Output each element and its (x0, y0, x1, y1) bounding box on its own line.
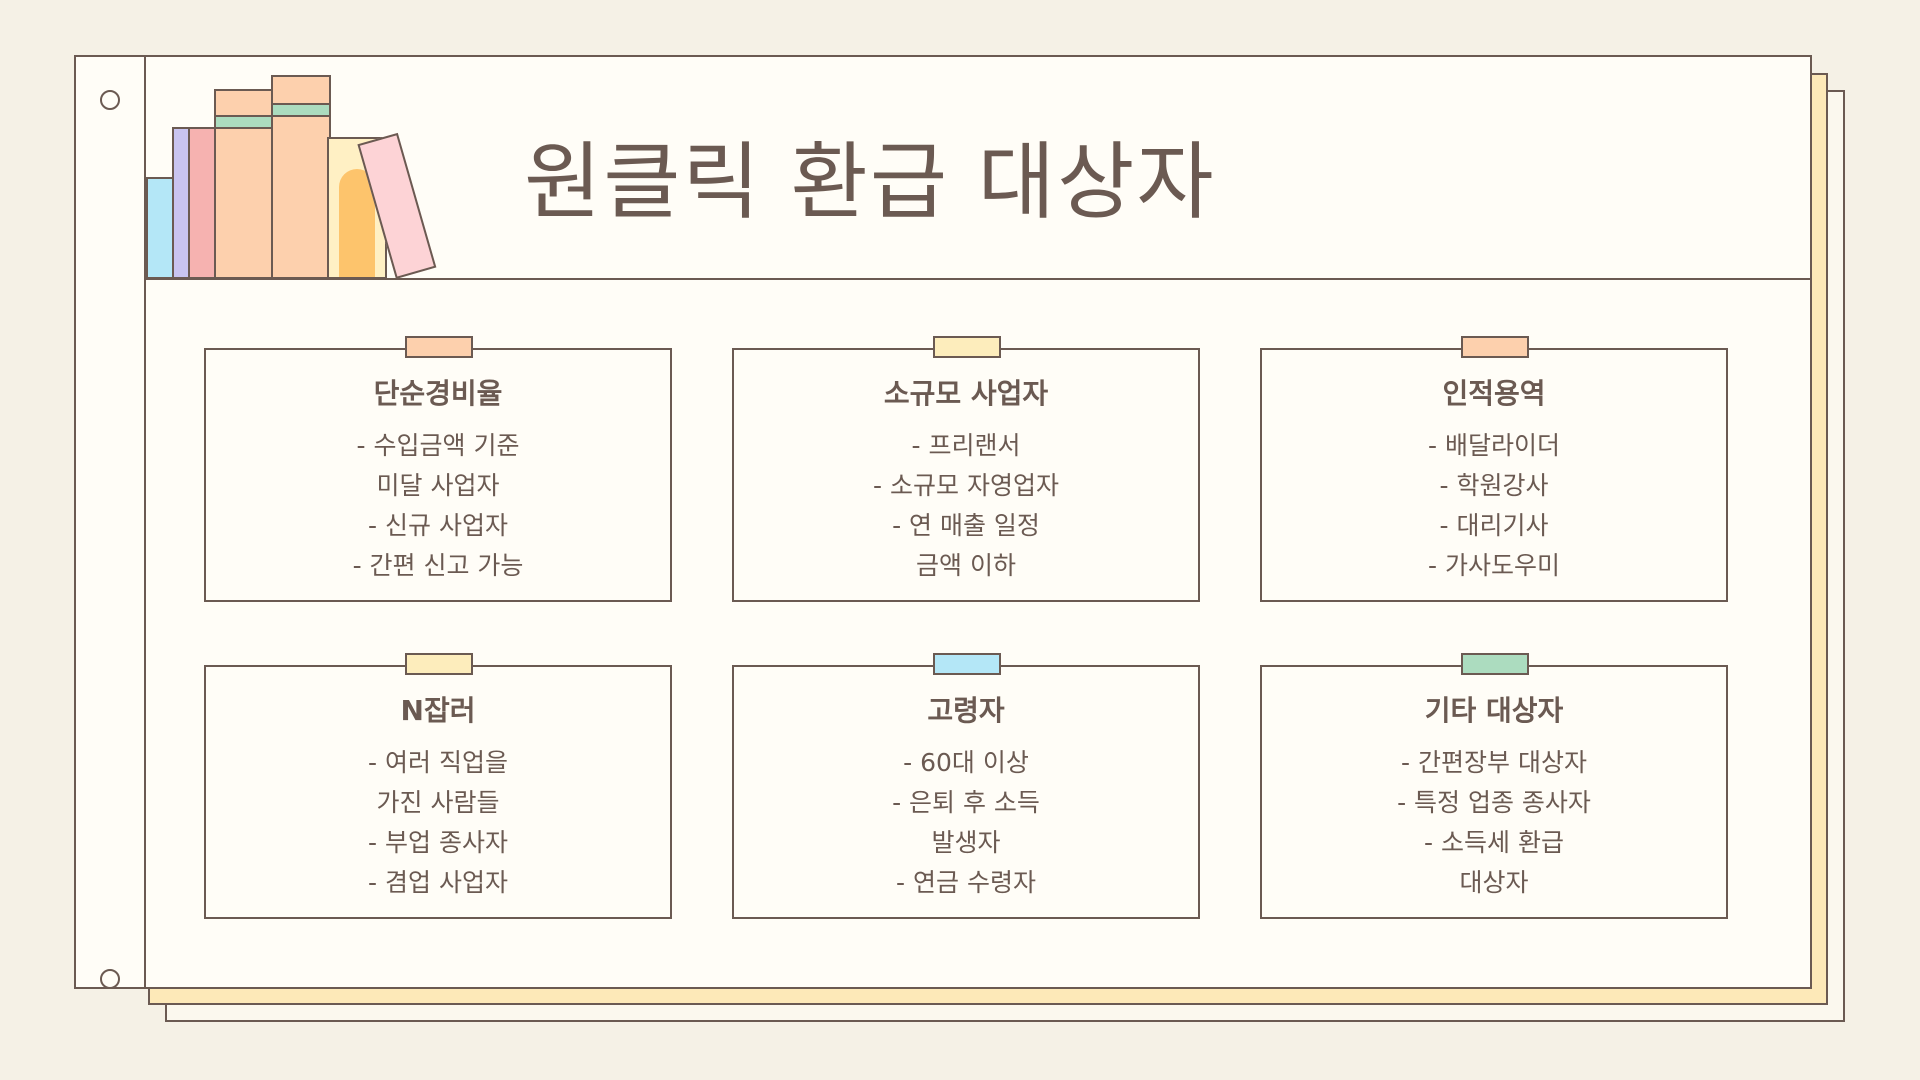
card-list: - 수입금액 기준 미달 사업자 - 신규 사업자 - 간편 신고 가능 (206, 426, 670, 586)
binder-ring-icon (100, 969, 120, 989)
card-list: - 여러 직업을 가진 사람들 - 부업 종사자 - 겸업 사업자 (206, 743, 670, 903)
card-list-item: - 은퇴 후 소득 (892, 788, 1040, 817)
card-small-business: 소규모 사업자 - 프리랜서 - 소규모 자영업자 - 연 매출 일정 금액 이… (732, 336, 1200, 602)
card-list-item: - 수입금액 기준 (356, 431, 520, 460)
card-list-item: - 프리랜서 (911, 431, 1021, 460)
card-title: 소규모 사업자 (883, 377, 1049, 410)
header-divider (146, 278, 1810, 280)
book-icon (271, 75, 331, 279)
card-title: N잡러 (400, 694, 476, 727)
card-tab (933, 653, 1001, 675)
card-title: 단순경비율 (373, 377, 503, 410)
card-list-item: - 여러 직업을 (368, 748, 508, 777)
card-senior: 고령자 - 60대 이상 - 은퇴 후 소득 발생자 - 연금 수령자 (732, 653, 1200, 919)
card-list: - 배달라이더 - 학원강사 - 대리기사 - 가사도우미 (1262, 426, 1726, 586)
card-tab (405, 653, 473, 675)
binder-strip (76, 57, 146, 989)
card-list-item: - 특정 업종 종사자 (1397, 788, 1591, 817)
card-list-item: - 소규모 자영업자 (873, 471, 1059, 500)
card-list-item: - 간편 신고 가능 (352, 551, 524, 580)
card-tab (1461, 653, 1529, 675)
card-other: 기타 대상자 - 간편장부 대상자 - 특정 업종 종사자 - 소득세 환급 대… (1260, 653, 1728, 919)
card-personal-service: 인적용역 - 배달라이더 - 학원강사 - 대리기사 - 가사도우미 (1260, 336, 1728, 602)
card-tab (405, 336, 473, 358)
book-icon (214, 89, 275, 279)
card-tab (1461, 336, 1529, 358)
card-tab (933, 336, 1001, 358)
books-illustration (146, 57, 476, 279)
card-list: - 프리랜서 - 소규모 자영업자 - 연 매출 일정 금액 이하 (734, 426, 1198, 586)
card-n-jobber: N잡러 - 여러 직업을 가진 사람들 - 부업 종사자 - 겸업 사업자 (204, 653, 672, 919)
card-list-item: 미달 사업자 (376, 471, 500, 500)
card-list-item: - 대리기사 (1439, 511, 1549, 540)
card-list-item: - 연 매출 일정 (892, 511, 1040, 540)
card-list-item: 금액 이하 (916, 551, 1016, 580)
card-list-item: - 학원강사 (1439, 471, 1549, 500)
main-page: 원클릭 환급 대상자 단순경비율 - 수입금액 기준 미달 사업자 - 신규 사… (74, 55, 1812, 989)
card-list-item: - 60대 이상 (903, 748, 1029, 777)
card-list-item: - 신규 사업자 (368, 511, 508, 540)
card-list-item: 가진 사람들 (376, 788, 500, 817)
card-list-item: 발생자 (931, 828, 1001, 857)
card-list: - 60대 이상 - 은퇴 후 소득 발생자 - 연금 수령자 (734, 743, 1198, 903)
card-list-item: - 겸업 사업자 (368, 868, 508, 897)
card-title: 고령자 (927, 694, 1005, 727)
card-simple-expense-rate: 단순경비율 - 수입금액 기준 미달 사업자 - 신규 사업자 - 간편 신고 … (204, 336, 672, 602)
card-title: 기타 대상자 (1424, 694, 1564, 727)
card-list-item: - 간편장부 대상자 (1401, 748, 1587, 777)
card-list: - 간편장부 대상자 - 특정 업종 종사자 - 소득세 환급 대상자 (1262, 743, 1726, 903)
page-title: 원클릭 환급 대상자 (524, 133, 1216, 231)
card-title: 인적용역 (1442, 377, 1546, 410)
binder-ring-icon (100, 90, 120, 110)
card-list-item: - 가사도우미 (1428, 551, 1560, 580)
card-list-item: - 소득세 환급 (1424, 828, 1564, 857)
card-list-item: - 배달라이더 (1428, 431, 1560, 460)
card-list-item: - 부업 종사자 (368, 828, 508, 857)
card-list-item: - 연금 수령자 (896, 868, 1036, 897)
card-list-item: 대상자 (1459, 868, 1529, 897)
